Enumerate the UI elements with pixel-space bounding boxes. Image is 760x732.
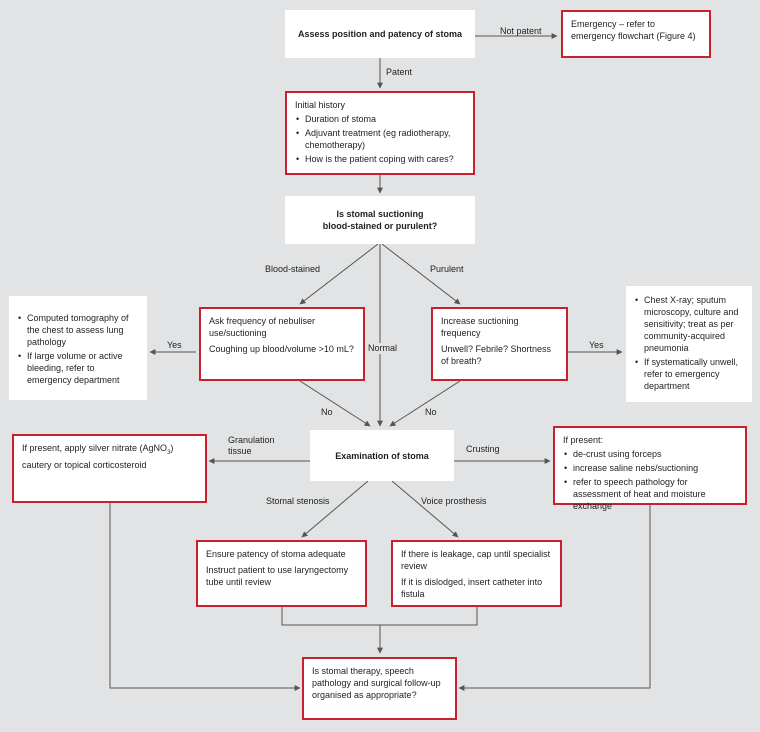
label-patent: Patent [386, 67, 413, 77]
label-no-left: No [321, 407, 333, 417]
join-bracket [281, 607, 478, 626]
silver-nitrate-box: If present, apply silver nitrate (AgNO3)… [12, 434, 207, 503]
arrow-silver-to-followup [109, 503, 301, 691]
history-item: Adjuvant treatment (eg radiotherapy, che… [296, 127, 465, 151]
label-yes-right: Yes [589, 340, 604, 350]
ct-item: If large volume or active bleeding, refe… [18, 350, 139, 386]
ct-chest-box: Computed tomography of the chest to asse… [9, 296, 147, 400]
label-granulation: Granulation tissue [228, 435, 275, 456]
history-item: Duration of stoma [296, 113, 465, 125]
arrow-blood-stained [299, 243, 379, 305]
xray-item: If systematically unwell, refer to emerg… [635, 356, 744, 392]
ensure-patency-box: Ensure patency of stoma adequate Instruc… [196, 540, 367, 607]
crust-item: increase saline nebs/suctioning [564, 462, 737, 474]
label-yes-left: Yes [167, 340, 182, 350]
crust-item: refer to speech pathology for assessment… [564, 476, 737, 512]
assess-stoma-box: Assess position and patency of stoma [285, 10, 475, 58]
label-blood-stained: Blood-stained [265, 264, 321, 274]
crust-item: de-crust using forceps [564, 448, 737, 460]
label-crusting: Crusting [466, 444, 500, 454]
arrow-no-left [299, 380, 371, 427]
history-item: How is the patient coping with cares? [296, 153, 465, 165]
arrow-no-right [389, 380, 461, 427]
label-not-patent: Not patent [500, 26, 542, 36]
emergency-box: Emergency – refer to emergency flowchart… [561, 10, 711, 58]
ct-item: Computed tomography of the chest to asse… [18, 312, 139, 348]
initial-history-box: Initial history Duration of stoma Adjuva… [285, 91, 475, 175]
arrow-voice [391, 480, 459, 538]
xray-item: Chest X-ray; sputum microscopy, culture … [635, 294, 744, 354]
label-purulent: Purulent [430, 264, 464, 274]
leakage-box: If there is leakage, cap until specialis… [391, 540, 562, 607]
examination-box: Examination of stoma [310, 430, 454, 481]
label-stomal-stenosis: Stomal stenosis [266, 496, 330, 506]
arrow-stenosis [301, 480, 369, 538]
arrow-purulent [381, 243, 461, 305]
label-voice-prosthesis: Voice prosthesis [421, 496, 487, 506]
chest-xray-box: Chest X-ray; sputum microscopy, culture … [626, 286, 752, 402]
label-no-right: No [425, 407, 437, 417]
crusting-box: If present: de-crust using forceps incre… [553, 426, 747, 511]
followup-box: Is stomal therapy, speech pathology and … [302, 657, 457, 720]
suctioning-question-box: Is stomal suctioning blood-stained or pu… [285, 196, 475, 244]
label-normal: Normal [366, 343, 400, 354]
increase-suctioning-box: Increase suctioning frequency Unwell? Fe… [431, 307, 568, 381]
arrow-crust-to-followup [458, 505, 651, 691]
initial-history-title: Initial history [295, 100, 346, 110]
nebuliser-box: Ask frequency of nebuliser use/suctionin… [199, 307, 365, 381]
